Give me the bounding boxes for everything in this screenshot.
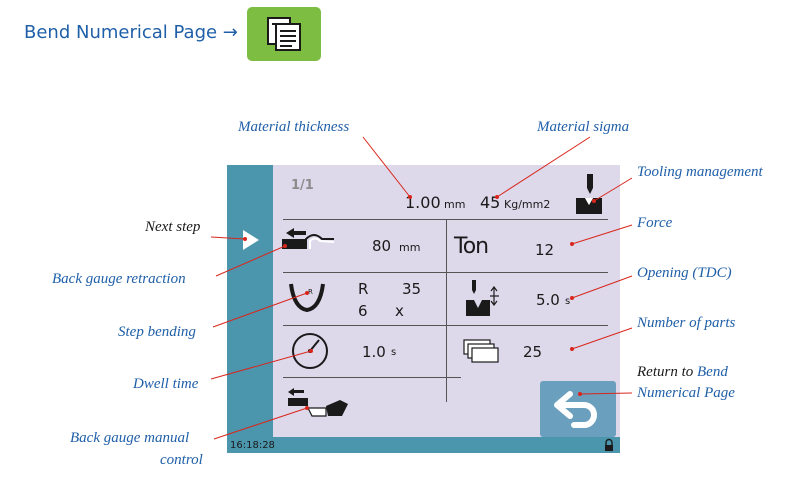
- step-count-symbol: x: [395, 302, 404, 320]
- svg-text:R: R: [308, 288, 313, 296]
- callout-next-step: Next step: [145, 219, 201, 235]
- step-count-value[interactable]: 6: [358, 302, 368, 320]
- callout-tooling-management: Tooling management: [637, 164, 763, 180]
- step-bending-button[interactable]: R: [288, 280, 326, 314]
- return-arrow-icon: [554, 391, 597, 428]
- callout-back-gauge-manual-line2: control: [160, 452, 203, 468]
- back-gauge-retraction-icon: [282, 228, 335, 249]
- back-gauge-manual-control-button[interactable]: [286, 386, 352, 420]
- row-divider: [283, 219, 608, 220]
- callout-dwell-time: Dwell time: [133, 376, 199, 392]
- return-button[interactable]: [540, 381, 616, 437]
- row-divider: [283, 377, 461, 378]
- radius-value[interactable]: 35: [402, 280, 422, 298]
- material-sigma-unit: Kg/mm2: [504, 198, 551, 211]
- parts-stack-icon: [463, 339, 499, 363]
- back-gauge-retraction-button[interactable]: [282, 225, 338, 255]
- back-gauge-retraction-unit: mm: [399, 241, 421, 254]
- number-of-parts-button[interactable]: [462, 336, 504, 368]
- callout-return-bend: Bend: [697, 364, 728, 380]
- callout-material-thickness: Material thickness: [238, 119, 350, 135]
- lock-icon: [602, 438, 616, 452]
- step-bending-icon: R: [289, 283, 325, 313]
- numerical-page-icon: [247, 7, 321, 61]
- opening-tdc-value[interactable]: 5.0: [536, 291, 560, 309]
- callout-number-of-parts: Number of parts: [637, 315, 736, 331]
- material-thickness-value[interactable]: 1.00: [405, 193, 441, 212]
- callout-return-page: Numerical Page: [637, 385, 735, 401]
- clock: 16:18:28: [230, 440, 275, 451]
- row-divider: [283, 325, 608, 326]
- back-gauge-manual-icon: [288, 388, 348, 417]
- column-divider: [446, 219, 447, 402]
- radius-label: R: [358, 280, 369, 298]
- callout-return-prefix: Return to: [637, 364, 694, 380]
- material-thickness-unit: mm: [444, 198, 466, 211]
- callout-back-gauge-retraction: Back gauge retraction: [52, 271, 186, 287]
- back-gauge-retraction-value[interactable]: 80: [372, 237, 392, 255]
- callout-opening-tdc: Opening (TDC): [637, 265, 732, 281]
- step-counter: 1/1: [291, 178, 314, 193]
- next-step-button[interactable]: [235, 226, 265, 254]
- opening-tdc-button[interactable]: [462, 278, 502, 320]
- callout-back-gauge-manual-line1: Back gauge manual: [70, 430, 190, 446]
- callout-return: Return to Bend: [637, 364, 728, 381]
- callout-step-bending: Step bending: [118, 324, 196, 340]
- callout-material-sigma: Material sigma: [537, 119, 630, 135]
- dwell-time-unit: s: [391, 347, 397, 358]
- opening-tdc-unit: s: [565, 296, 571, 307]
- callout-force: Force: [637, 215, 673, 231]
- force-value[interactable]: 12: [535, 241, 555, 259]
- left-side-panel: [227, 165, 273, 437]
- row-divider: [283, 272, 608, 273]
- force-label: Ton: [454, 234, 489, 259]
- number-of-parts-value[interactable]: 25: [523, 343, 543, 361]
- dwell-time-value[interactable]: 1.0: [362, 343, 386, 361]
- opening-tdc-icon: [466, 280, 499, 316]
- page-title: Bend Numerical Page →: [24, 22, 238, 43]
- status-bar: [227, 437, 620, 453]
- play-arrow-icon: [243, 230, 259, 250]
